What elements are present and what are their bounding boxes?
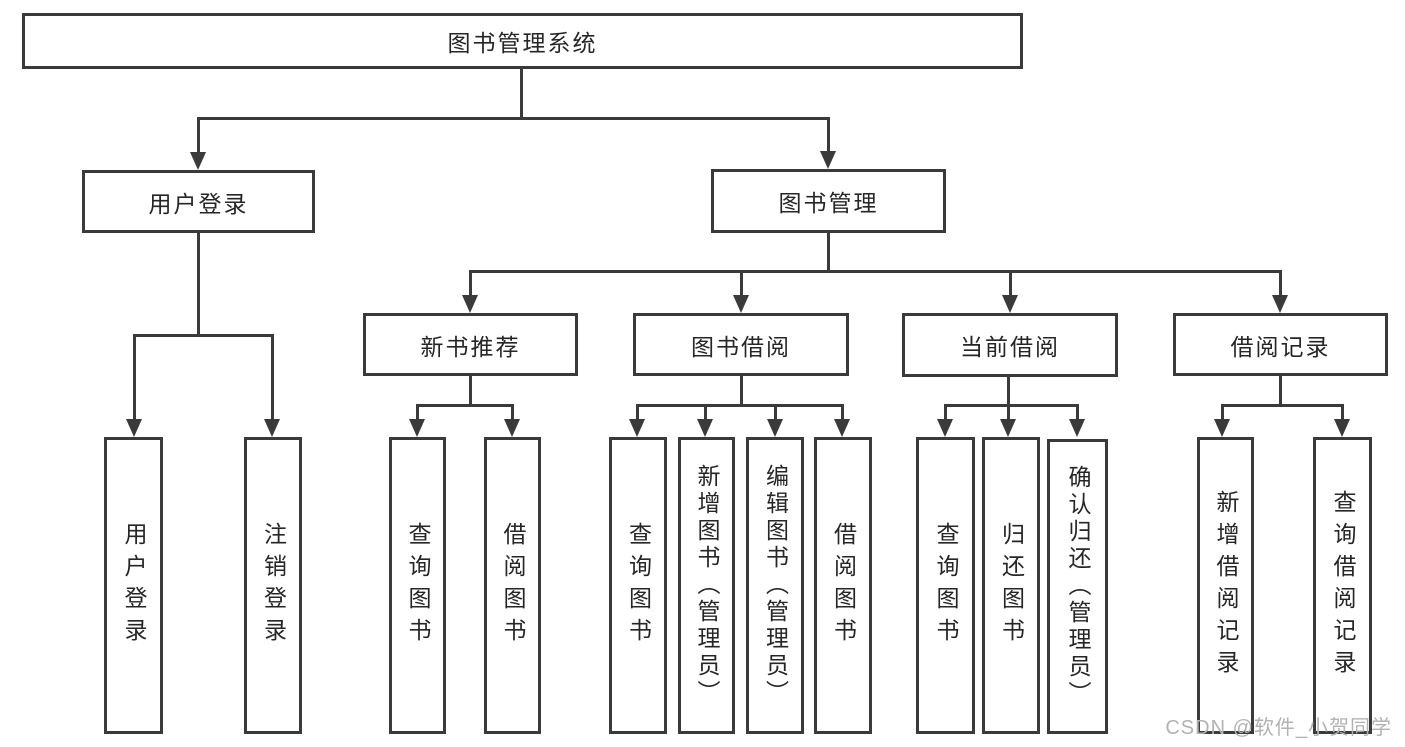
leaf-label: 查询图书: [933, 521, 959, 650]
leaf-query-books-borrow: 查询图书: [609, 437, 667, 734]
leaf-confirm-return-admin: 确认归还（管理员）: [1047, 439, 1108, 734]
leaf-borrow-books: 借阅图书: [814, 437, 872, 734]
connector-line: [704, 404, 707, 420]
connector-line: [469, 270, 472, 296]
connector-line: [944, 404, 1079, 407]
arrow-down-icon: [126, 419, 142, 437]
leaf-label: 查询图书: [625, 521, 652, 650]
arrow-down-icon: [1272, 295, 1288, 313]
leaf-edit-book-admin: 编辑图书（管理员）: [746, 437, 804, 734]
leaf-query-books-current: 查询图书: [916, 437, 975, 734]
leaf-logout: 注销登录: [244, 437, 302, 734]
connector-line: [511, 404, 514, 420]
connector-line: [740, 376, 743, 407]
connector-line: [133, 334, 274, 337]
connector-line: [469, 376, 472, 407]
leaf-label: 注销登录: [260, 521, 287, 650]
node-new-book-recommend: 新书推荐: [363, 313, 578, 376]
connector-line: [636, 404, 844, 407]
node-label: 新书推荐: [420, 333, 521, 360]
leaf-add-book-admin: 新增图书（管理员）: [678, 437, 735, 734]
connector-line: [133, 334, 136, 420]
node-borrow-records: 借阅记录: [1173, 313, 1388, 376]
connector-line: [1009, 270, 1012, 296]
connector-line: [271, 334, 274, 420]
arrow-down-icon: [264, 419, 280, 437]
leaf-label: 借阅图书: [500, 521, 526, 650]
arrow-down-icon: [1334, 419, 1350, 437]
node-label: 图书借阅: [691, 333, 791, 360]
leaf-label: 归还图书: [998, 521, 1025, 650]
leaf-label: 用户登录: [121, 521, 147, 650]
connector-line: [197, 117, 200, 153]
connector-line: [1221, 404, 1344, 407]
connector-line: [520, 68, 523, 118]
connector-line: [1007, 377, 1010, 407]
leaf-return-book: 归还图书: [982, 437, 1040, 734]
connector-line: [841, 404, 844, 420]
connector-line: [1221, 404, 1224, 420]
connector-line: [1279, 270, 1282, 296]
connector-line: [827, 117, 830, 152]
connector-line: [1341, 404, 1344, 420]
connector-line: [416, 404, 514, 407]
connector-line: [1279, 376, 1282, 407]
leaf-query-books-recommend: 查询图书: [389, 437, 446, 734]
node-label: 图书管理: [778, 190, 879, 216]
connector-line: [774, 404, 777, 420]
leaf-label: 查询图书: [405, 521, 431, 650]
arrow-down-icon: [733, 295, 749, 313]
node-user-login: 用户登录: [82, 170, 315, 233]
leaf-label: 编辑图书（管理员）: [762, 464, 789, 707]
connector-line: [740, 270, 743, 296]
arrow-down-icon: [1002, 295, 1018, 313]
arrow-down-icon: [697, 419, 713, 437]
arrow-down-icon: [504, 419, 520, 437]
connector-line: [1007, 404, 1010, 420]
leaf-label: 借阅图书: [830, 521, 857, 650]
arrow-down-icon: [767, 419, 783, 437]
arrow-down-icon: [820, 151, 836, 169]
node-label: 当前借阅: [960, 334, 1060, 360]
leaf-query-borrow-record: 查询借阅记录: [1313, 437, 1372, 734]
leaf-label: 查询借阅记录: [1330, 489, 1356, 682]
node-label: 图书管理系统: [447, 30, 598, 56]
node-library-management-system: 图书管理系统: [22, 13, 1023, 69]
node-label: 用户登录: [148, 190, 249, 217]
node-book-management: 图书管理: [711, 169, 946, 233]
leaf-label: 新增借阅记录: [1213, 489, 1239, 682]
leaf-user-login: 用户登录: [104, 437, 163, 734]
csdn-watermark: CSDN @软件_小贺同学: [1165, 717, 1392, 739]
connector-line: [197, 117, 830, 120]
connector-line: [469, 270, 1282, 273]
arrow-down-icon: [1000, 419, 1016, 437]
arrow-down-icon: [1069, 419, 1085, 437]
connector-line: [636, 404, 639, 420]
arrow-down-icon: [629, 419, 645, 437]
arrow-down-icon: [937, 419, 953, 437]
arrow-down-icon: [190, 152, 206, 170]
arrow-down-icon: [1214, 419, 1230, 437]
node-label: 借阅记录: [1230, 333, 1331, 360]
connector-line: [416, 404, 419, 420]
connector-line: [944, 404, 947, 420]
node-current-borrow: 当前借阅: [902, 313, 1118, 377]
arrow-down-icon: [409, 419, 425, 437]
leaf-label: 新增图书（管理员）: [694, 464, 720, 707]
arrow-down-icon: [462, 295, 478, 313]
connector-line: [197, 233, 200, 336]
leaf-borrow-books-recommend: 借阅图书: [484, 437, 541, 734]
connector-line: [827, 233, 830, 273]
arrow-down-icon: [834, 419, 850, 437]
node-book-borrow: 图书借阅: [633, 313, 849, 376]
connector-line: [1076, 404, 1079, 420]
leaf-add-borrow-record: 新增借阅记录: [1197, 437, 1254, 734]
leaf-label: 确认归还（管理员）: [1065, 465, 1091, 708]
